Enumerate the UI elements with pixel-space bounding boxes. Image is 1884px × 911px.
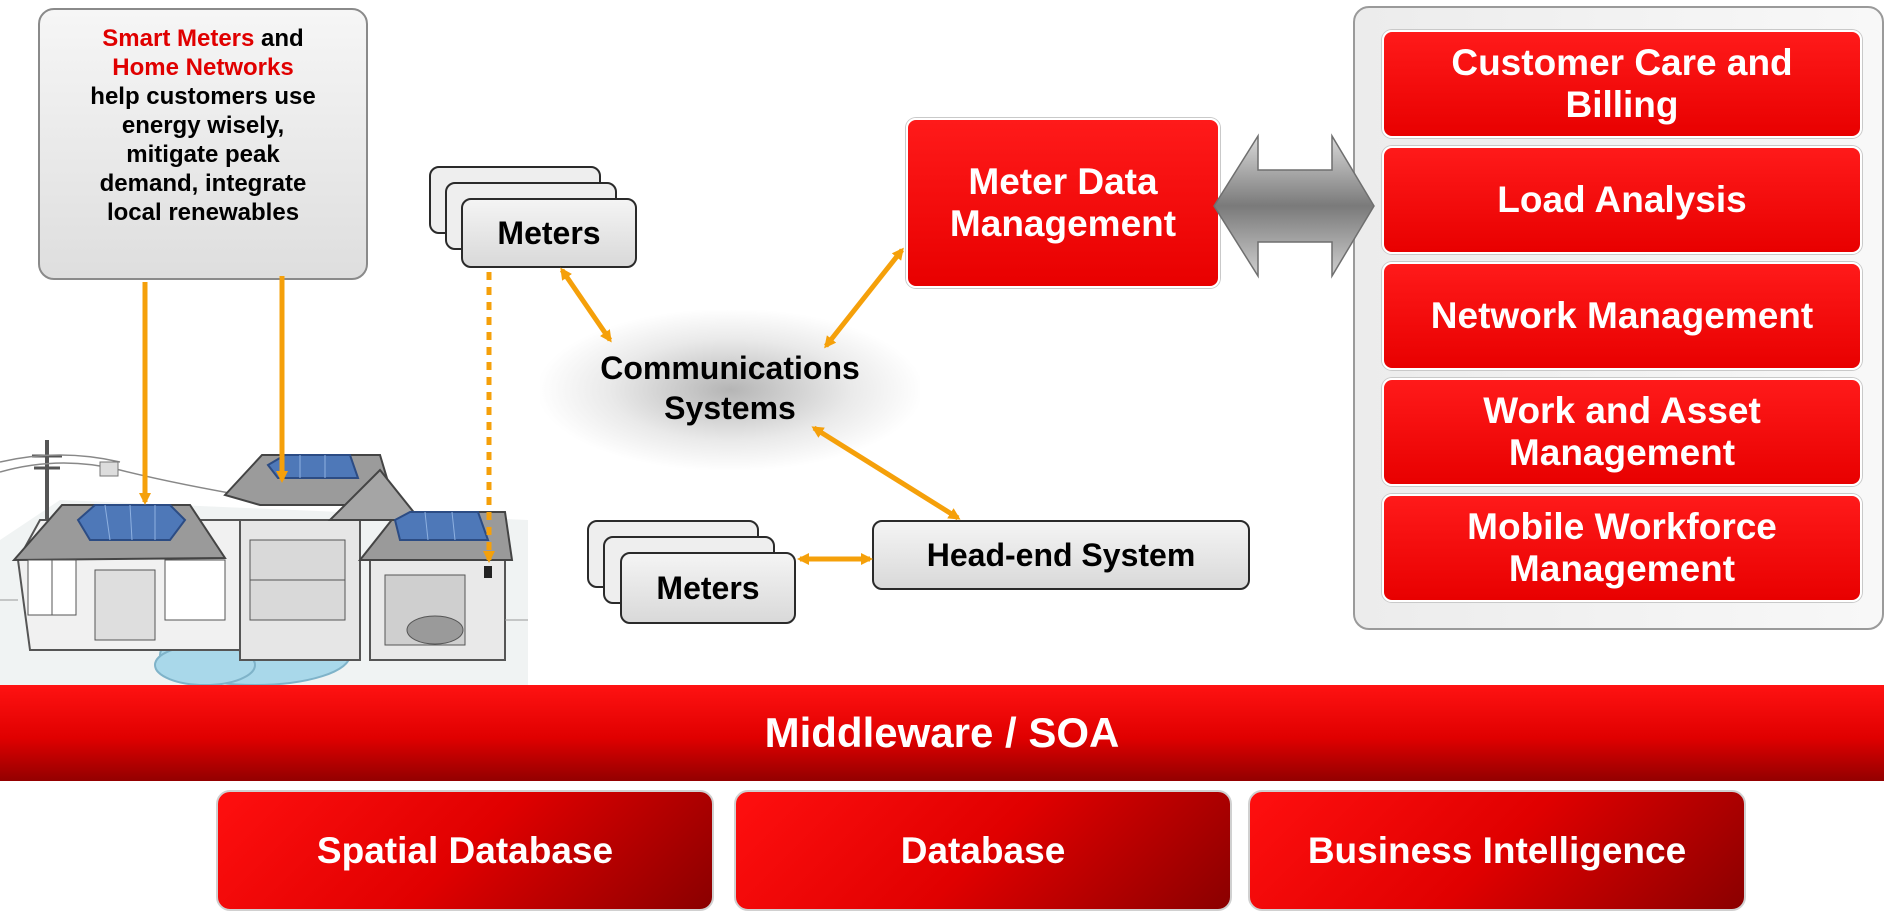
smart-meters-callout: Smart Meters and Home Networks help cust… [38,8,368,280]
communications-line: Communications [600,350,860,386]
app-line: Work and Asset [1483,390,1761,431]
app-line: Load Analysis [1497,179,1747,220]
network-management-box[interactable]: Network Management [1382,262,1862,370]
meter-data-management-box[interactable]: Meter Data Management [906,118,1220,288]
meters-comms-arrow [559,267,613,343]
spatial-database-box[interactable]: Spatial Database [216,790,714,911]
callout-smart-meters: Smart Meters [102,25,255,52]
app-line: Network Management [1430,295,1814,336]
app-line: Management [1508,432,1736,473]
app-line: Billing [1565,84,1679,125]
meters-bottom-box[interactable]: Meters [620,552,796,624]
mobile-workforce-management-box[interactable]: Mobile Workforce Management [1382,494,1862,602]
callout-body-line: mitigate peak [126,141,280,168]
customer-care-billing-box[interactable]: Customer Care and Billing [1382,30,1862,138]
callout-body-line: help customers use [90,83,316,110]
callout-home-networks: Home Networks [112,54,294,81]
head-end-system-box[interactable]: Head-end System [872,520,1250,590]
double-arrow-icon [1213,133,1375,279]
callout-body-line: local renewables [106,199,300,226]
callout-and: and [254,25,304,52]
communications-line: Systems [664,390,796,426]
database-box[interactable]: Database [734,790,1232,911]
callout-body-line: demand, integrate [99,170,307,197]
app-line: Customer Care and [1451,42,1793,83]
communications-systems-label: Communications Systems [560,348,900,428]
work-asset-management-box[interactable]: Work and Asset Management [1382,378,1862,486]
mdm-line: Meter Data [968,161,1158,202]
business-intelligence-box[interactable]: Business Intelligence [1248,790,1746,911]
middleware-soa-bar[interactable]: Middleware / SOA [0,685,1884,781]
meters-top-box[interactable]: Meters [461,198,637,268]
load-analysis-box[interactable]: Load Analysis [1382,146,1862,254]
mdm-line: Management [949,203,1177,244]
comms-headend-arrow [811,425,961,521]
callout-body-line: energy wisely, [121,112,285,139]
app-line: Mobile Workforce [1467,506,1777,547]
comms-mdm-arrow [824,247,904,349]
app-line: Management [1508,548,1736,589]
